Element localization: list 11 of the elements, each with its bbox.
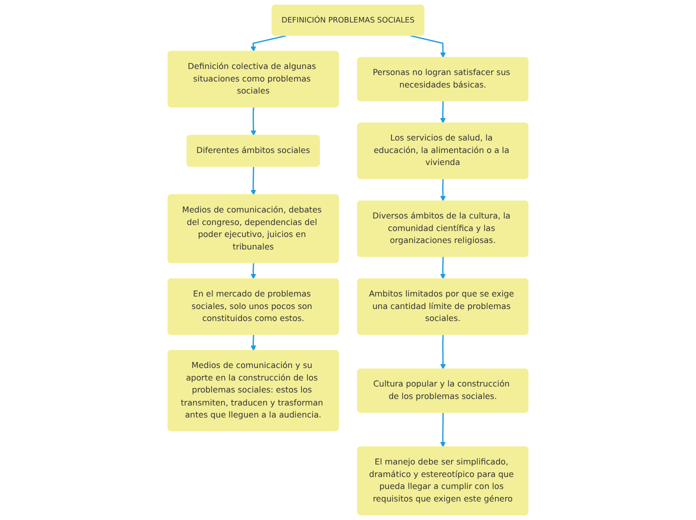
arrow [250,166,256,196]
arrow [440,256,446,280]
arrow [250,35,286,52]
arrow [250,263,256,280]
arrow [410,35,446,58]
arrow [250,107,256,136]
arrow [440,101,446,124]
arrow [440,412,446,448]
arrow [440,179,446,202]
arrow [250,334,256,351]
arrow [440,334,446,370]
